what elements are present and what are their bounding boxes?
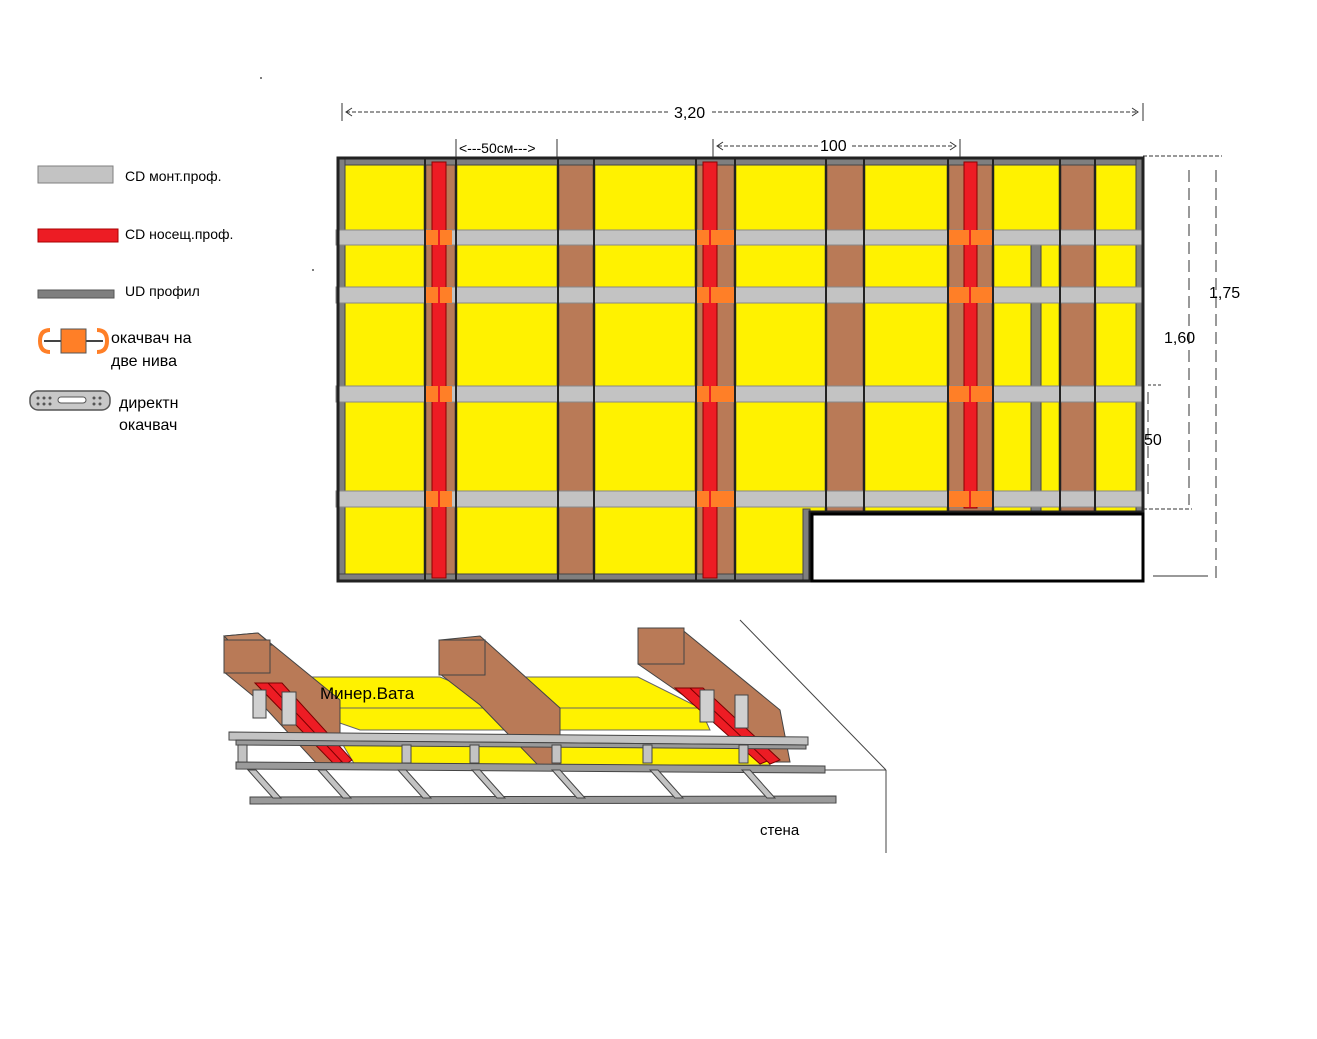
legend-direct-hanger-label-1: директн (119, 395, 178, 412)
legend-ud-swatch (37, 289, 115, 299)
legend-cd-mount-label: CD монт.проф. (125, 168, 222, 184)
stray-dot (312, 269, 314, 271)
section-view: Минер.Вата стена (222, 619, 887, 853)
cd-bearing-profile (702, 161, 718, 579)
wood-joist (556, 156, 596, 583)
room-outline (336, 156, 1145, 583)
legend-cd-bearing-swatch (37, 228, 119, 243)
dim-spacing-100: 100 (820, 138, 847, 155)
legend-two-level-hanger-label-2: две нива (111, 353, 177, 370)
dim-height-175: 1,75 (1209, 285, 1240, 302)
dim-spacing-50: <---50см---> (459, 140, 536, 156)
cd-mount-profiles (335, 229, 1144, 508)
dim-height-50: 50 (1144, 432, 1162, 449)
legend-ud-label: UD профил (125, 283, 200, 299)
direct-hanger-icon (29, 390, 111, 411)
dimension-labels: 3,20 <---50см---> 100 1,75 1,60 50 (459, 105, 1240, 449)
cd-mount-profile (335, 490, 1144, 508)
section-rails (228, 731, 837, 805)
cd-mount-profile (335, 385, 1144, 403)
legend-direct-hanger-label-2: окачвач (119, 417, 177, 434)
legend-cd-bearing-label: CD носещ.проф. (125, 226, 233, 242)
legend: CD монт.проф. CD носещ.проф. UD профил о… (29, 77, 314, 434)
two-level-hanger (697, 491, 735, 507)
section-hangers (252, 689, 749, 729)
cd-mount-profile (335, 229, 1144, 246)
dim-total-width: 3,20 (674, 105, 705, 122)
cd-bearing-profile (431, 161, 447, 579)
cutout-area (810, 512, 1145, 583)
dimensions (341, 103, 1222, 580)
cd-mount-profile (335, 286, 1144, 304)
two-level-hanger-icon (37, 328, 110, 354)
legend-cd-mount-swatch (37, 165, 114, 184)
two-level-hanger (697, 287, 735, 303)
cd-bearing-profile (963, 161, 978, 509)
cd-bearing-profiles (431, 161, 978, 579)
ceiling-plan (335, 156, 1145, 583)
hanger-centre-lines (438, 230, 971, 507)
two-level-hanger (697, 230, 735, 245)
stray-dot (260, 77, 262, 79)
dim-height-160: 1,60 (1164, 330, 1195, 347)
wood-joist (1058, 156, 1097, 516)
mineral-wool-label: Минер.Вата (320, 684, 415, 703)
wall-label: стена (760, 822, 800, 839)
ud-profile-inner (1030, 229, 1042, 513)
legend-two-level-hanger-label-1: окачвач на (111, 330, 192, 347)
wood-joist (824, 156, 866, 514)
two-level-hanger (697, 386, 735, 402)
